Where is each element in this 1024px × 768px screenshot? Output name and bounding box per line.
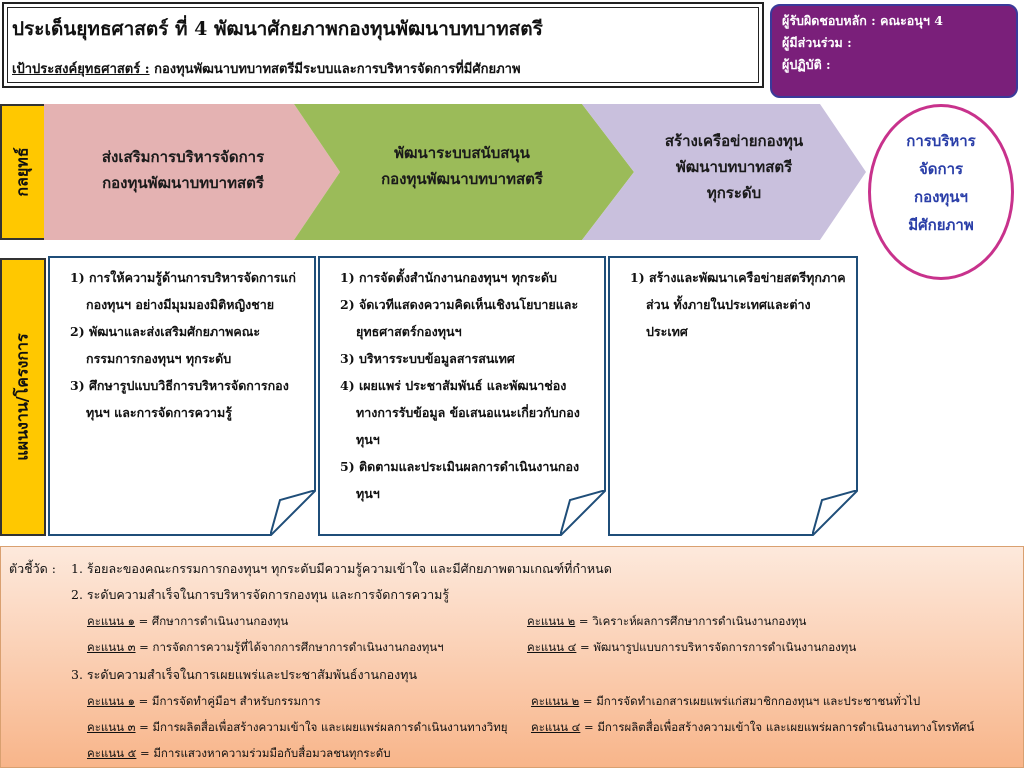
plan-2-item: 5) ติดตามและประเมินผลการดำเนินงานกองทุนฯ [340, 459, 580, 501]
outcome-text: การบริหาร จัดการ กองทุนฯ มีศักยภาพ [871, 127, 1011, 239]
goal-label: เป้าประสงค์ยุทธศาสตร์ : [12, 62, 150, 77]
indicator-3: 3. ระดับความสำเร็จในการเผยแพร่และประชาสั… [71, 667, 418, 682]
indicator-3-score-1: คะแนน ๑ = มีการจัดทำคู่มือฯ สำหรับกรรมกา… [87, 693, 321, 711]
score-text: = มีการจัดทำเอกสารเผยแพร่แก่สมาชิกกองทุน… [579, 694, 921, 708]
score-label: คะแนน ๓ [87, 720, 136, 734]
plan-3-list: 1) สร้างและพัฒนาเครือข่ายสตรีทุกภาคส่วน … [620, 264, 850, 345]
strategy-arrow-1 [44, 104, 340, 240]
responsible-operators: ผู้ปฏิบัติ : [782, 57, 831, 72]
plan-2-item: 4) เผยแพร่ ประชาสัมพันธ์ และพัฒนาช่องทาง… [340, 378, 580, 447]
strategy-2-line1: พัฒนาระบบสนับสนุน [394, 144, 530, 162]
plan-3-item: 1) สร้างและพัฒนาเครือข่ายสตรีทุกภาคส่วน … [630, 270, 846, 339]
outcome-oval: การบริหาร จัดการ กองทุนฯ มีศักยภาพ [868, 104, 1014, 280]
goal-text: กองทุนพัฒนาบทบาทสตรีมีระบบและการบริหารจั… [149, 62, 521, 77]
page-curl-icon [560, 490, 606, 536]
plans-side-text: แผนงาน/โครงการ [12, 333, 32, 461]
plan-1-item: 1) การให้ความรู้ด้านการบริหารจัดการแก่กอ… [70, 270, 296, 312]
indicator-3-score-5: คะแนน ๕ = มีการแสวงหาความร่วมมือกับสื่อม… [87, 745, 391, 763]
indicator-3-score-4: คะแนน ๔ = มีการผลิตสื่อเพื่อสร้างความเข้… [531, 719, 974, 737]
plan-box-2: 1) การจัดตั้งสำนักงานกองทุนฯ ทุกระดับ 2)… [318, 256, 606, 536]
outcome-line3: กองทุนฯ [914, 188, 968, 206]
outcome-line4: มีศักยภาพ [908, 216, 974, 234]
score-text: = มีการผลิตสื่อเพื่อสร้างความเข้าใจ และเ… [135, 720, 508, 734]
score-label: คะแนน ๑ [87, 614, 135, 628]
plan-box-1: 1) การให้ความรู้ด้านการบริหารจัดการแก่กอ… [48, 256, 316, 536]
strategy-3-text: สร้างเครือข่ายกองทุน พัฒนาบทบาทสตรี ทุกร… [622, 128, 846, 206]
strategy-arrow-3 [582, 104, 866, 240]
plans-side-label: แผนงาน/โครงการ [0, 258, 46, 536]
responsible-main: ผู้รับผิดชอบหลัก : คณะอนุฯ 4 [782, 13, 943, 28]
score-text: = วิเคราะห์ผลการศึกษาการดำเนินงานกองทุน [575, 614, 807, 628]
strategy-2-text: พัฒนาระบบสนับสนุน กองทุนพัฒนาบทบาทสตรี [322, 140, 602, 192]
plan-1-item: 2) พัฒนาและส่งเสริมศักยภาพคณะกรรมการกองท… [70, 324, 261, 366]
strategic-goal: เป้าประสงค์ยุทธศาสตร์ : กองทุนพัฒนาบทบาท… [12, 58, 521, 79]
strategy-3-line1: สร้างเครือข่ายกองทุน [664, 132, 804, 150]
score-text: = มีการแสวงหาความร่วมมือกับสื่อมวลชนทุกร… [136, 746, 391, 760]
plan-1-item: 3) ศึกษารูปแบบวิธีการบริหารจัดการกองทุนฯ… [70, 378, 289, 420]
strategy-1-text: ส่งเสริมการบริหารจัดการ กองทุนพัฒนาบทบาท… [58, 144, 308, 196]
indicator-2-score-3: คะแนน ๓ = การจัดการความรู้ที่ได้จากการศึ… [87, 639, 444, 657]
indicators-label: ตัวชี้วัด : [9, 561, 56, 576]
plan-2-list: 1) การจัดตั้งสำนักงานกองทุนฯ ทุกระดับ 2)… [330, 264, 598, 507]
strategy-2-line2: กองทุนพัฒนาบทบาทสตรี [381, 170, 543, 188]
score-text: = การจัดการความรู้ที่ได้จากการศึกษาการดำ… [135, 640, 444, 654]
indicator-3-score-3: คะแนน ๓ = มีการผลิตสื่อเพื่อสร้างความเข้… [87, 719, 508, 737]
page-curl-icon [812, 490, 858, 536]
indicator-2: 2. ระดับความสำเร็จในการบริหารจัดการกองทุ… [71, 587, 450, 602]
responsible-participants: ผู้มีส่วนร่วม : [782, 35, 852, 50]
responsible-box: ผู้รับผิดชอบหลัก : คณะอนุฯ 4 ผู้มีส่วนร่… [770, 4, 1018, 98]
indicator-2-score-1: คะแนน ๑ = ศึกษาการดำเนินงานกองทุน [87, 613, 288, 631]
score-label: คะแนน ๔ [527, 640, 577, 654]
score-label: คะแนน ๔ [531, 720, 581, 734]
strategy-title: ประเด็นยุทธศาสตร์ ที่ 4 พัฒนาศักยภาพกองท… [12, 18, 543, 40]
strategy-side-text: กลยุทธ์ [12, 147, 32, 197]
score-label: คะแนน ๓ [87, 640, 136, 654]
indicator-1: 1. ร้อยละของคณะกรรมการกองทุนฯ ทุกระดับมี… [71, 561, 612, 576]
indicator-2-score-2: คะแนน ๒ = วิเคราะห์ผลการศึกษาการดำเนินงา… [527, 613, 806, 631]
score-text: = มีการจัดทำคู่มือฯ สำหรับกรรมการ [134, 694, 321, 708]
strategy-header: ประเด็นยุทธศาสตร์ ที่ 4 พัฒนาศักยภาพกองท… [2, 2, 764, 88]
outcome-line1: การบริหาร [906, 132, 976, 150]
strategy-arrow-2 [294, 104, 634, 240]
score-text: = มีการผลิตสื่อเพื่อสร้างความเข้าใจ และเ… [580, 720, 975, 734]
plan-2-item: 1) การจัดตั้งสำนักงานกองทุนฯ ทุกระดับ [340, 270, 557, 285]
score-label: คะแนน ๑ [87, 694, 135, 708]
outcome-line2: จัดการ [918, 160, 964, 178]
strategy-side-label: กลยุทธ์ [0, 104, 46, 240]
score-text: = พัฒนารูปแบบการบริหารจัดการการดำเนินงาน… [576, 640, 857, 654]
plan-1-list: 1) การให้ความรู้ด้านการบริหารจัดการแก่กอ… [60, 264, 308, 426]
strategy-1-line1: ส่งเสริมการบริหารจัดการ [101, 148, 265, 166]
strategy-3-line3: ทุกระดับ [706, 184, 762, 202]
indicator-2-score-4: คะแนน ๔ = พัฒนารูปแบบการบริหารจัดการการด… [527, 639, 856, 657]
strategy-1-line2: กองทุนพัฒนาบทบาทสตรี [102, 174, 264, 192]
plan-box-3: 1) สร้างและพัฒนาเครือข่ายสตรีทุกภาคส่วน … [608, 256, 858, 536]
strategy-3-line2: พัฒนาบทบาทสตรี [675, 158, 793, 176]
indicators-panel: ตัวชี้วัด : 1. ร้อยละของคณะกรรมการกองทุน… [0, 546, 1024, 768]
plan-2-item: 2) จัดเวทีแสดงความคิดเห็นเชิงนโยบายและยุ… [340, 297, 579, 339]
header-inner-border [7, 7, 759, 83]
page-curl-icon [270, 490, 316, 536]
indicator-3-score-2: คะแนน ๒ = มีการจัดทำเอกสารเผยแพร่แก่สมาช… [531, 693, 920, 711]
score-label: คะแนน ๕ [87, 746, 137, 760]
strategy-arrows [44, 104, 866, 240]
score-text: = ศึกษาการดำเนินงานกองทุน [134, 614, 289, 628]
plan-2-item: 3) บริหารระบบข้อมูลสารสนเทศ [340, 351, 515, 366]
score-label: คะแนน ๒ [527, 614, 576, 628]
score-label: คะแนน ๒ [531, 694, 580, 708]
